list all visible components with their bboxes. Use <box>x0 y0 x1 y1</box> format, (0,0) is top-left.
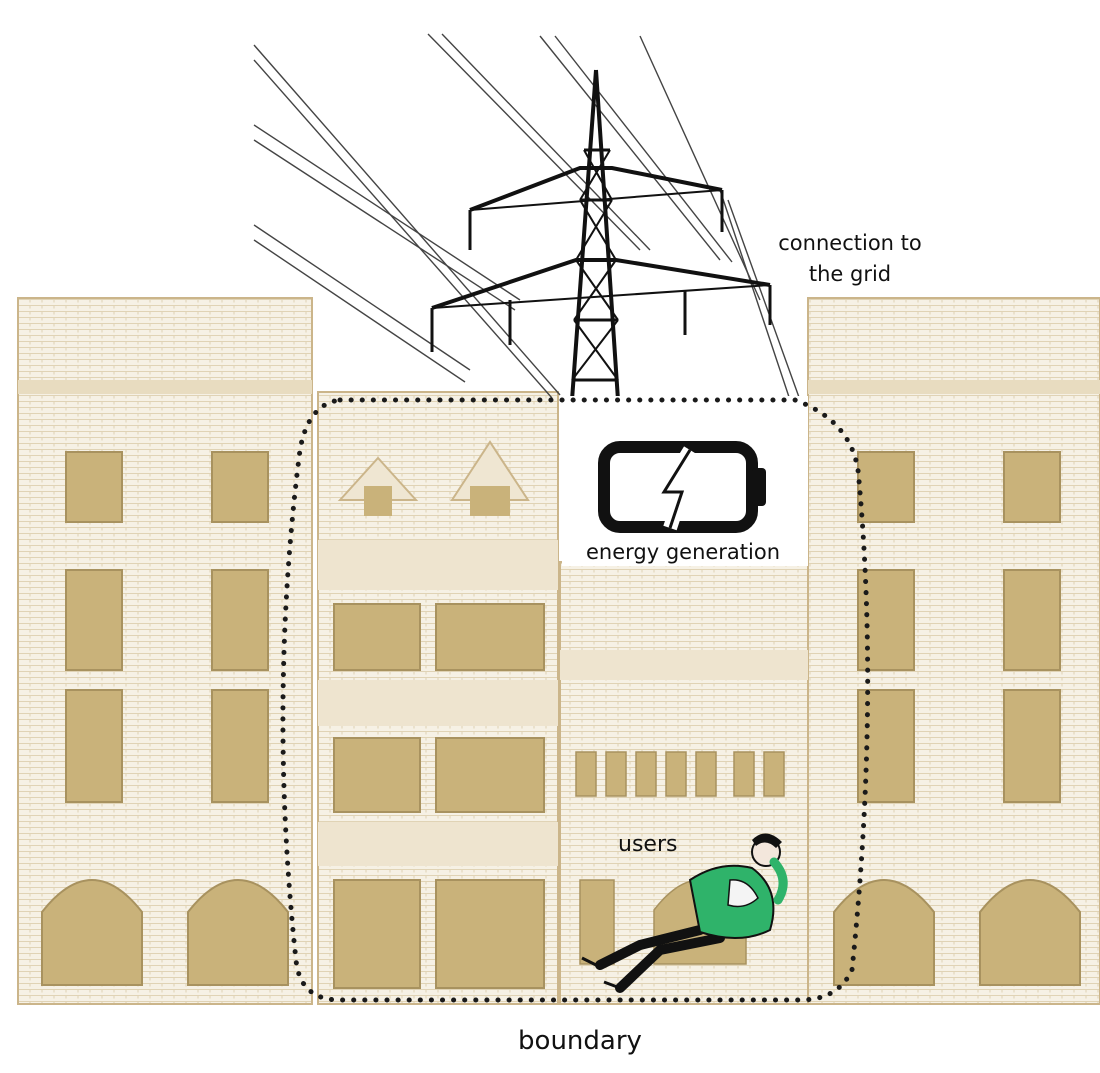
grid-label-line2: the grid <box>808 262 892 286</box>
right-building-windows <box>857 451 1061 803</box>
boundary-label: boundary <box>518 1026 642 1056</box>
right-building <box>807 297 1100 1005</box>
center-left-building <box>317 391 559 1005</box>
left-building <box>17 297 313 1005</box>
boundary-line <box>280 397 871 1003</box>
connection-to-grid-label: connection to the grid <box>760 228 940 290</box>
center-left-windows <box>333 603 545 989</box>
battery-charging-icon <box>598 441 766 533</box>
energy-generation-label: energy generation <box>585 540 781 564</box>
relaxing-person-icon <box>581 833 788 993</box>
grid-label-line1: connection to <box>778 231 922 255</box>
users-label: users <box>618 832 678 857</box>
transmission-tower-icon <box>430 69 772 401</box>
right-building-arches <box>833 879 1081 986</box>
left-building-windows <box>65 451 269 803</box>
power-lines <box>253 33 801 401</box>
left-building-arches <box>41 879 289 986</box>
